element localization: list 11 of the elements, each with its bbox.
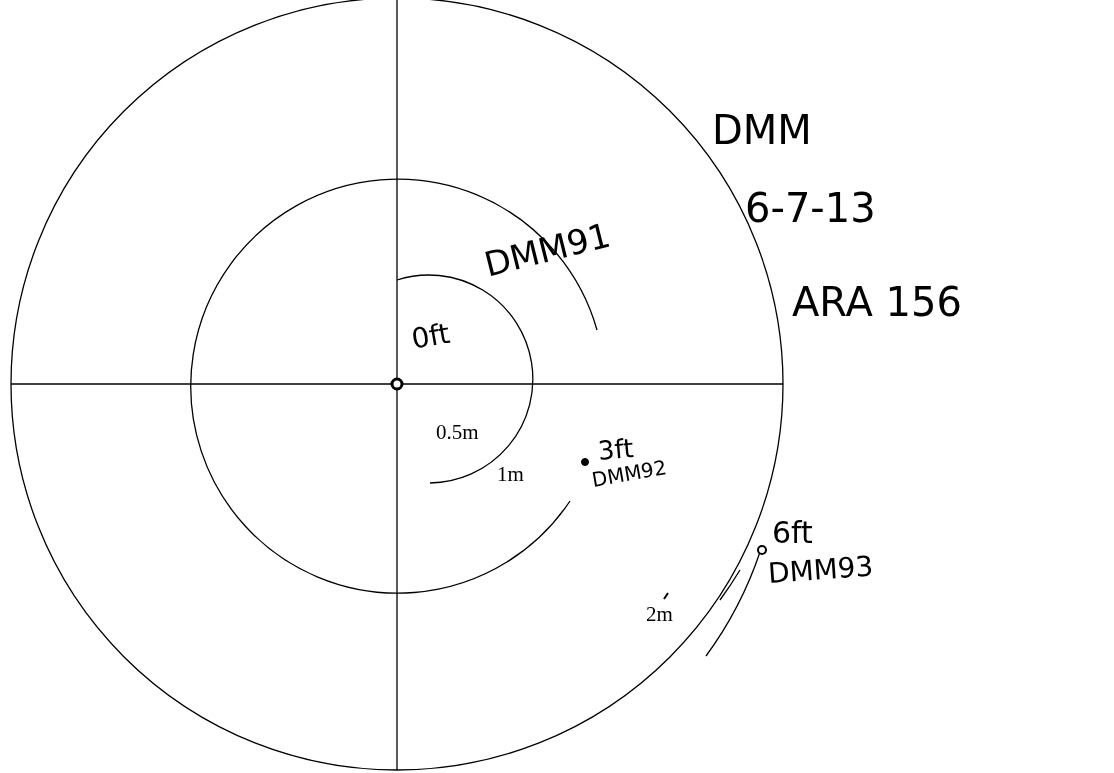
distance-label: 2m — [646, 604, 673, 625]
handwritten-note: ARA 156 — [792, 282, 962, 322]
handwritten-label: 3ft — [596, 434, 635, 464]
handwritten-label: DMM91 — [480, 217, 614, 282]
handwritten-label: 0ft — [409, 319, 452, 354]
handwritten-label: DMM93 — [767, 552, 875, 588]
handwritten-date: 6-7-13 — [745, 188, 876, 228]
handwritten-label: 6ft — [772, 518, 813, 548]
handwritten-note: DMM — [712, 110, 812, 150]
distance-label: 0.5m — [436, 422, 479, 443]
distance-label: 1m — [497, 464, 524, 485]
